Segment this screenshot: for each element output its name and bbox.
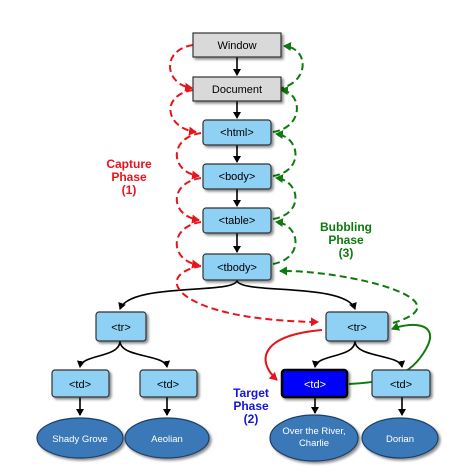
- leaf-dorian-label: Dorian: [386, 434, 414, 445]
- bubbling-arrow-4: [272, 130, 297, 177]
- capture-phase-line1: Capture: [106, 157, 152, 171]
- target-capture-arrow: [264, 329, 323, 381]
- node-window: Window: [192, 32, 282, 58]
- target-phase-label: Target Phase (2): [233, 386, 269, 426]
- bubbling-arrow-3: [272, 174, 297, 220]
- capture-arrow-2: [169, 89, 197, 136]
- node-td-4-label: <td>: [390, 379, 412, 391]
- target-phase-line1: Target: [233, 386, 269, 400]
- capture-phase-line2: Phase: [111, 170, 147, 184]
- target-phase-line3: (2): [244, 412, 259, 426]
- connector-tbody-tr-left: [118, 279, 238, 310]
- connector-tbody-tr-right: [236, 279, 357, 310]
- node-td-1-label: <td>: [69, 379, 91, 391]
- capture-arrow-5: [175, 221, 202, 269]
- node-html: <html>: [202, 119, 272, 146]
- leaf-over-the-river: Over the River, Charlie: [269, 414, 359, 462]
- node-body: <body>: [202, 163, 272, 190]
- capture-arrow-6: [175, 265, 319, 327]
- tree-connectors: [76, 57, 406, 416]
- node-td-target: <td>: [280, 368, 349, 399]
- connector-tr-left-td2: [119, 340, 171, 368]
- bubbling-arrow-1: [279, 266, 419, 324]
- node-window-label: Window: [217, 40, 256, 52]
- capture-arrow-3: [175, 132, 202, 180]
- capture-arrows: [169, 44, 319, 327]
- leaf-dorian: Dorian: [361, 417, 439, 459]
- leaf-aeolian-label: Aeolian: [151, 434, 183, 445]
- bubbling-phase-label: Bubbling Phase (3): [320, 220, 372, 260]
- capture-phase-line3: (1): [122, 183, 137, 197]
- node-tr-right: <tr>: [325, 311, 389, 342]
- capture-arrow-1: [169, 44, 194, 92]
- capture-arrow-4: [175, 177, 202, 224]
- target-phase-line2: Phase: [233, 399, 269, 413]
- node-tbody: <tbody>: [202, 253, 272, 281]
- node-td-1: <td>: [51, 369, 110, 398]
- leaf-shady-grove-label: Shady Grove: [52, 434, 107, 445]
- node-td-2: <td>: [139, 369, 198, 398]
- node-tr-left-label: <tr>: [111, 322, 131, 334]
- connector-tr-right-td3: [311, 340, 356, 368]
- bubbling-arrow-6: [276, 42, 304, 90]
- node-tbody-label: <tbody>: [217, 262, 257, 274]
- node-table-label: <table>: [219, 215, 256, 227]
- bubbling-phase-line2: Phase: [328, 233, 364, 247]
- leaf-aeolian: Aeolian: [124, 417, 210, 459]
- node-td-target-label: <td>: [304, 379, 326, 391]
- node-tr-right-label: <tr>: [347, 322, 367, 334]
- bubbling-arrows: [272, 42, 419, 324]
- node-document-label: Document: [212, 84, 262, 96]
- bubbling-arrow-5: [272, 86, 298, 133]
- bubbling-phase-line3: (3): [339, 246, 354, 260]
- node-tr-left: <tr>: [95, 311, 147, 342]
- node-td-4: <td>: [371, 369, 431, 398]
- connector-tr-right-td4: [354, 340, 406, 368]
- leaf-shady-grove: Shady Grove: [36, 417, 124, 459]
- node-table: <table>: [202, 207, 272, 234]
- connector-tr-left-td1: [76, 340, 121, 368]
- bubbling-arrow-2: [272, 218, 297, 265]
- node-document: Document: [192, 76, 282, 102]
- node-body-label: <body>: [219, 171, 256, 183]
- node-html-label: <html>: [220, 127, 254, 139]
- bubbling-phase-line1: Bubbling: [320, 220, 372, 234]
- node-td-2-label: <td>: [157, 379, 179, 391]
- capture-phase-label: Capture Phase (1): [106, 157, 152, 197]
- leaf-over-the-river-line1: Over the River,: [282, 426, 345, 437]
- leaf-over-the-river-line2: Charlie: [299, 438, 329, 449]
